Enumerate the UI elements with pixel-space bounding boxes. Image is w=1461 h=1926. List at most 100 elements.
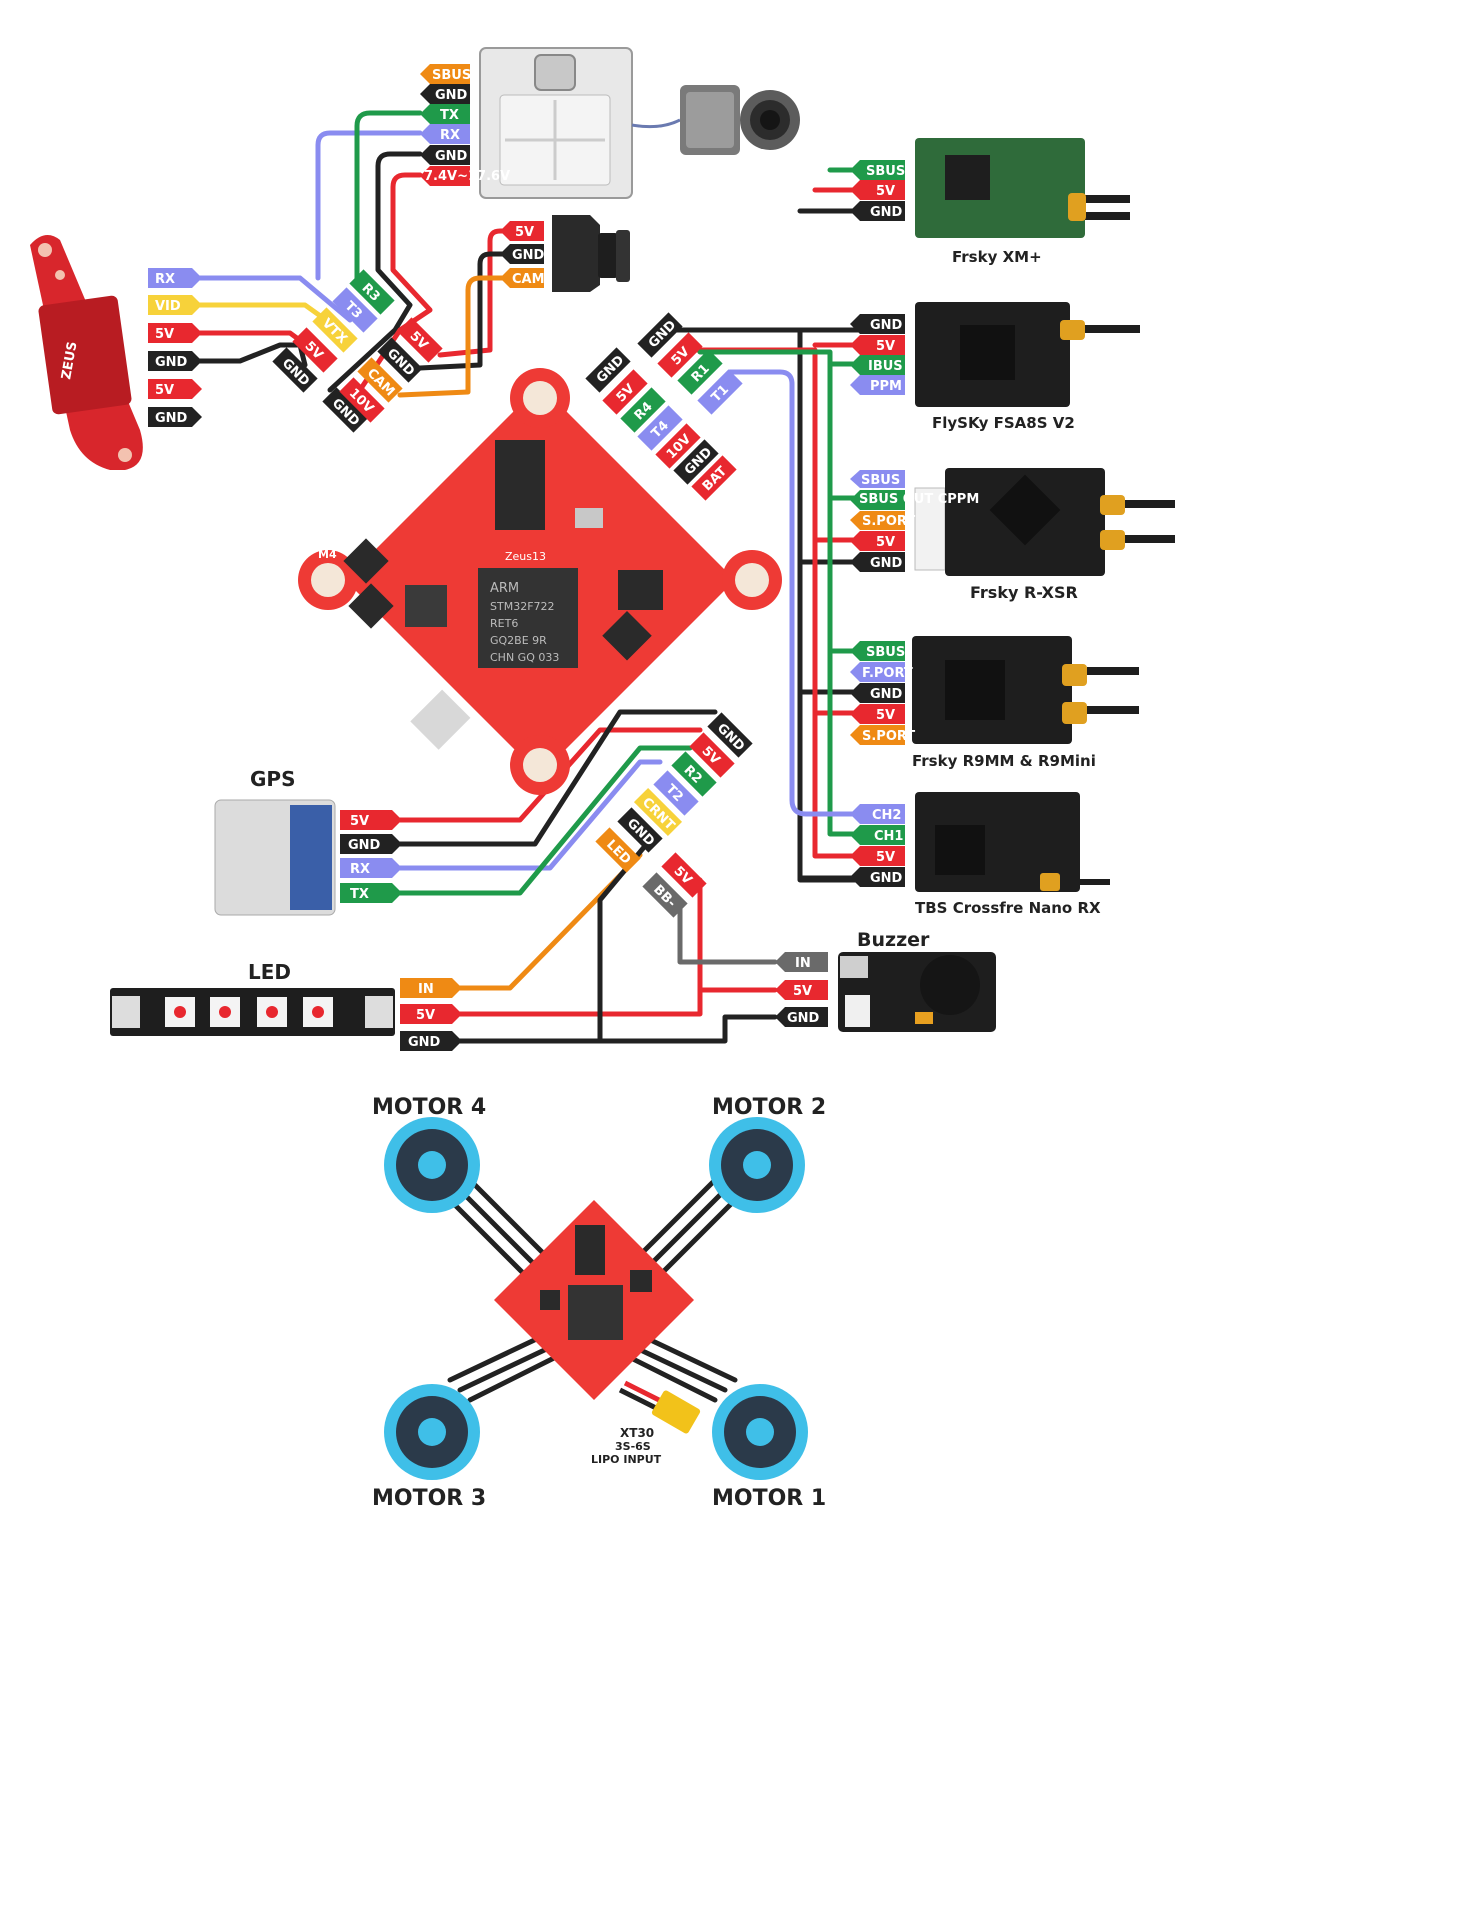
scam-label-cam-text: CAM <box>512 272 545 287</box>
cam-label-sbus: SBUS <box>420 64 471 84</box>
cam-label-tx: TX <box>420 104 470 124</box>
board-m2: M2 <box>712 545 731 558</box>
gps-label-5v-text: 5V <box>350 814 369 829</box>
board-m4: M4 <box>318 548 337 561</box>
rxsr-label-5v-text: 5V <box>876 535 895 550</box>
fc-bottom-pad-labels: GND 5V R2 T2 CRNT GND LED 5V BB- <box>595 712 753 918</box>
gps-label-tx: TX <box>340 883 402 903</box>
fc-left-pad-labels: T3 VTX 5V GND GND R3 5V GND CAM 10V <box>272 269 443 433</box>
rxsr-label-sbus-out: SBUS OUT CPPM <box>850 490 979 510</box>
gps-label-gnd: GND <box>340 834 402 854</box>
led-strip: LED IN 5V GND <box>110 960 462 1051</box>
motor-4: MOTOR 4 <box>372 1095 486 1213</box>
motor-1: MOTOR 1 <box>712 1384 826 1511</box>
led-label-gnd: GND <box>400 1031 462 1051</box>
pad-5v-r1: 5V <box>657 332 703 378</box>
vtx-label-5v-1: 5V <box>148 323 202 343</box>
fsa-label-gnd: GND <box>850 314 905 334</box>
receiver-fsa8s: FlySKy FSA8S V2 GND 5V IBUS PPM <box>850 302 1140 432</box>
wire-buzzer-in <box>677 897 778 965</box>
buzzer-module: Buzzer IN 5V GND <box>775 929 996 1032</box>
r9-label-sport-text: S.PORT <box>862 729 915 744</box>
r9-label-gnd: GND <box>850 683 905 703</box>
motor4-label: MOTOR 4 <box>372 1095 486 1120</box>
buzzer-label-in: IN <box>775 952 828 972</box>
fsa-label-ppm-text: PPM <box>870 379 902 394</box>
scam-label-gnd-text: GND <box>512 248 545 263</box>
wire-vtx-gnd <box>197 342 308 368</box>
tbs-label-ch1: CH1 <box>850 825 905 845</box>
tbs-label-ch2: CH2 <box>850 804 905 824</box>
r9-label-fport: F.PORT <box>850 662 913 682</box>
rxsr-label-gnd-text: GND <box>870 556 903 571</box>
battery-line1: XT30 <box>620 1426 654 1440</box>
vtx-label-rx-text: RX <box>155 272 175 287</box>
wire-cam-gnd <box>327 151 423 393</box>
gps-label-5v: 5V <box>340 810 402 830</box>
pad-r4: R4 <box>620 387 666 433</box>
receiver-xm-plus-title: Frsky XM+ <box>952 248 1042 266</box>
led-label-in-text: IN <box>418 982 434 997</box>
xm-label-5v: 5V <box>850 180 905 200</box>
mcu-line4: GQ2BE 9R <box>490 634 547 647</box>
buzzer-label-gnd-text: GND <box>787 1011 820 1026</box>
vtx-label-5v-2: 5V <box>148 379 202 399</box>
vtx-label-rx: RX <box>148 268 202 288</box>
receiver-tbs-nano: TBS Crossfre Nano RX CH2 CH1 5V GND <box>850 792 1110 917</box>
gps-label-rx: RX <box>340 858 402 878</box>
gps-module: GPS 5V GND RX TX <box>214 767 402 916</box>
rxsr-label-sbus-in: SBUS IN <box>850 470 920 488</box>
buzzer-label-5v: 5V <box>775 980 828 1000</box>
wire-scam-gnd <box>417 251 513 371</box>
wire-gps-gnd <box>397 709 718 847</box>
mcu-line3: RET6 <box>490 617 518 630</box>
motor-3: MOTOR 3 <box>372 1384 486 1511</box>
receiver-rxsr-title: Frsky R-XSR <box>970 583 1078 602</box>
vtx-label-vid-text: VID <box>155 299 181 314</box>
wire-scam-cam <box>397 275 513 398</box>
cam-label-gnd-1-text: GND <box>435 88 468 103</box>
led-title: LED <box>248 960 291 984</box>
gps-label-gnd-text: GND <box>348 838 381 853</box>
r9-label-5v-text: 5V <box>876 708 895 723</box>
board-brand: Zeus13 <box>505 550 546 563</box>
xm-label-gnd-text: GND <box>870 205 903 220</box>
pad-gnd-r2: GND <box>585 347 631 393</box>
r9-label-5v: 5V <box>850 704 905 724</box>
pad-t2: T2 <box>653 770 699 816</box>
wire-gps-tx <box>397 745 693 896</box>
vtx-label-5v-2-text: 5V <box>155 383 174 398</box>
pad-t3: T3 <box>332 287 378 333</box>
cam-label-power-text: 7.4V~17.6V <box>424 169 510 184</box>
vtx-labels: RX VID 5V GND 5V GND <box>148 268 202 427</box>
cam-label-sbus-text: SBUS <box>432 68 471 83</box>
fsa-label-ibus: IBUS <box>850 355 905 375</box>
wire-vtx-rx <box>197 275 353 323</box>
vtx-label-gnd-2: GND <box>148 407 202 427</box>
wiring-diagram: ZEUS RX VID 5V GND 5V GND SBUS GND TX RX… <box>30 47 1175 1511</box>
air-unit <box>479 47 800 199</box>
tbs-label-ch1-text: CH1 <box>874 829 903 844</box>
wire-cam-rx <box>315 130 423 281</box>
vtx-label-5v-1-text: 5V <box>155 327 174 342</box>
r9-label-sbus-text: SBUS <box>866 645 905 660</box>
pad-gnd-l1: GND <box>272 347 318 393</box>
fsa-label-5v-text: 5V <box>876 339 895 354</box>
gps-label-rx-text: RX <box>350 862 370 877</box>
pad-gnd-l2: GND <box>322 387 368 433</box>
scam-label-5v: 5V <box>500 221 544 241</box>
cam-label-gnd-2: GND <box>420 145 470 165</box>
mcu-line2: STM32F722 <box>490 600 555 613</box>
r9-label-gnd-text: GND <box>870 687 903 702</box>
board-m1: M1 <box>715 610 734 623</box>
r9-label-fport-text: F.PORT <box>862 666 913 681</box>
svg-text:ZEUS: ZEUS <box>59 340 80 380</box>
xm-label-sbus: SBUS <box>850 160 905 180</box>
wire-rx-t1 <box>727 369 863 817</box>
fsa-label-ibus-text: IBUS <box>868 359 903 374</box>
receiver-tbs-title: TBS Crossfre Nano RX <box>915 899 1101 917</box>
xm-label-sbus-text: SBUS <box>866 164 905 179</box>
wire-led-5v <box>457 877 703 1017</box>
wire-gps-rx <box>397 759 663 871</box>
fsa-label-ppm: PPM <box>850 375 905 395</box>
